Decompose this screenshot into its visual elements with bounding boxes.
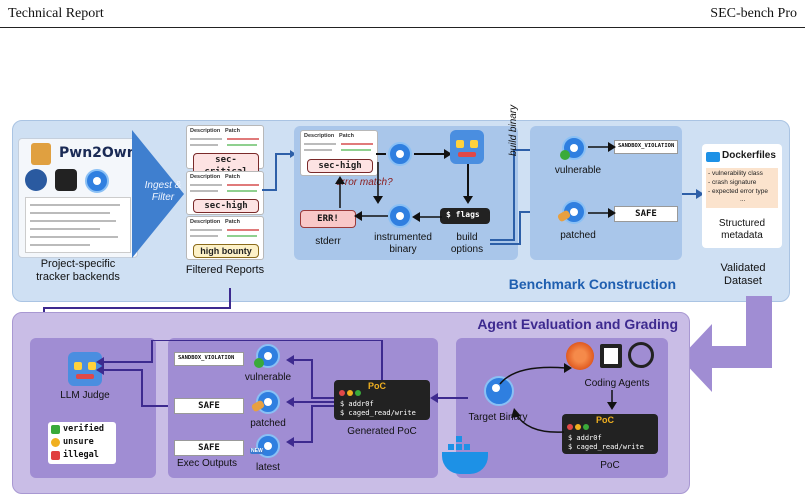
openai-logo-icon (628, 342, 654, 368)
dockerfiles-label: Dockerfiles (722, 150, 776, 161)
target-binary-icon (484, 376, 514, 406)
target-binary-label: Target Binary (468, 412, 528, 423)
sandbox-violation-output: SANDBOX_VIOLATION (174, 352, 244, 366)
flow-arrow (588, 208, 616, 218)
outputs-to-judge-arrows (96, 340, 383, 407)
bug-icon (560, 150, 570, 160)
vulnerable-label: vulnerable (554, 165, 602, 176)
verdict-unsure: unsure (63, 437, 94, 447)
flow-arrow (354, 162, 388, 221)
flow-arrow (335, 176, 345, 208)
robot-icon (450, 130, 484, 164)
llm-judge-robot-icon (68, 352, 102, 386)
ingest-filter-arrow (132, 130, 184, 258)
backends-label: Project-specific tracker backends (36, 258, 120, 283)
tag-sec-high: sec-high (307, 159, 373, 173)
llm-judge-label: LLM Judge (60, 390, 110, 401)
error-match-label: error match? (336, 177, 393, 188)
err-tag: ERR! (300, 210, 356, 228)
filtered-reports-label: Filtered Reports (185, 264, 265, 276)
header-right: SEC-bench Pro (710, 6, 797, 21)
agents-to-poc-arrow (607, 390, 617, 410)
safe-output: SAFE (174, 440, 244, 456)
apple-logo-icon (25, 169, 47, 191)
tag-high-bounty: high bounty (193, 244, 259, 258)
bugzilla-logo-icon (31, 143, 51, 165)
new-badge: NEW (250, 448, 264, 454)
poc-label: PoC (600, 460, 620, 471)
generated-poc-label: Generated PoC (347, 426, 417, 437)
vulnerable-label: vulnerable (244, 372, 292, 383)
ingest-filter-label: Ingest & Filter (144, 180, 182, 203)
coding-agents-label: Coding Agents (584, 378, 650, 389)
structured-metadata-label: Structured metadata (718, 218, 766, 241)
flow-arrow (412, 212, 442, 222)
poc-terminal: PoC $ addr0f $ caged_read/write (562, 414, 658, 454)
verdicts-list: verified unsure illegal (48, 422, 116, 464)
anthropic-logo-icon (566, 342, 594, 370)
dockerfiles-card: Dockerfiles - vulnerability class - cras… (702, 144, 782, 248)
verdict-illegal: illegal (63, 450, 99, 460)
safe-output: SAFE (174, 398, 244, 414)
flags-terminal: $ flags (440, 208, 490, 224)
agent-evaluation-title: Agent Evaluation and Grading (477, 316, 678, 332)
patched-label: patched (250, 418, 286, 429)
docker-icon (706, 152, 720, 162)
build-binary-label: build binary (508, 104, 519, 156)
poc-to-outputs-arrows (286, 355, 338, 447)
exec-outputs-label: Exec Outputs (176, 458, 238, 469)
latest-chrome-icon (256, 434, 280, 458)
pwn2own-logo: Pwn2Own (59, 145, 137, 161)
binary-to-agents-arrow (499, 363, 572, 385)
docker-whale-icon (442, 436, 488, 474)
tracker-table-thumbnail (25, 197, 131, 253)
header-rule (0, 27, 805, 28)
instrumented-binary-icon (388, 204, 412, 228)
bug-icon (254, 358, 264, 368)
generated-poc-terminal: PoC $ addr0f $ caged_read/write (334, 380, 430, 420)
instrumented-binary-label: instrumented binary (374, 232, 432, 255)
header-left: Technical Report (8, 6, 104, 21)
chrome-icon (388, 142, 412, 166)
unsure-face-icon (51, 438, 60, 447)
flow-arrow (262, 150, 296, 191)
patched-label: patched (560, 230, 596, 241)
tracker-backends-image: Pwn2Own (18, 138, 138, 258)
tag-sec-high: sec-high (193, 199, 259, 213)
poc-transfer-arrow (430, 393, 468, 403)
poc-to-binary-arrow (511, 408, 565, 433)
sandbox-violation-output: SANDBOX_VIOLATION (614, 140, 678, 154)
flow-arrow (376, 149, 452, 159)
chrome-logo-icon (85, 169, 109, 193)
flow-arrow (463, 164, 473, 204)
latest-label: latest (256, 462, 280, 473)
build-options-label: build options (450, 232, 484, 255)
safe-output: SAFE (614, 206, 678, 222)
validated-dataset-label: Validated Dataset (720, 262, 766, 287)
metadata-list: - vulnerability class - crash signature … (706, 168, 778, 208)
cross-icon (51, 451, 60, 460)
flow-arrow (682, 189, 704, 199)
flow-arrow (588, 142, 616, 152)
cursor-logo-icon (600, 344, 622, 368)
webkit-logo-icon (55, 169, 77, 191)
dataset-flow-arrow (680, 296, 772, 392)
vulnerable-chrome-icon (562, 136, 586, 160)
benchmark-construction-title: Benchmark Construction (508, 276, 676, 292)
check-icon (51, 425, 60, 434)
verdict-verified: verified (63, 424, 104, 434)
stderr-label: stderr (315, 236, 341, 247)
